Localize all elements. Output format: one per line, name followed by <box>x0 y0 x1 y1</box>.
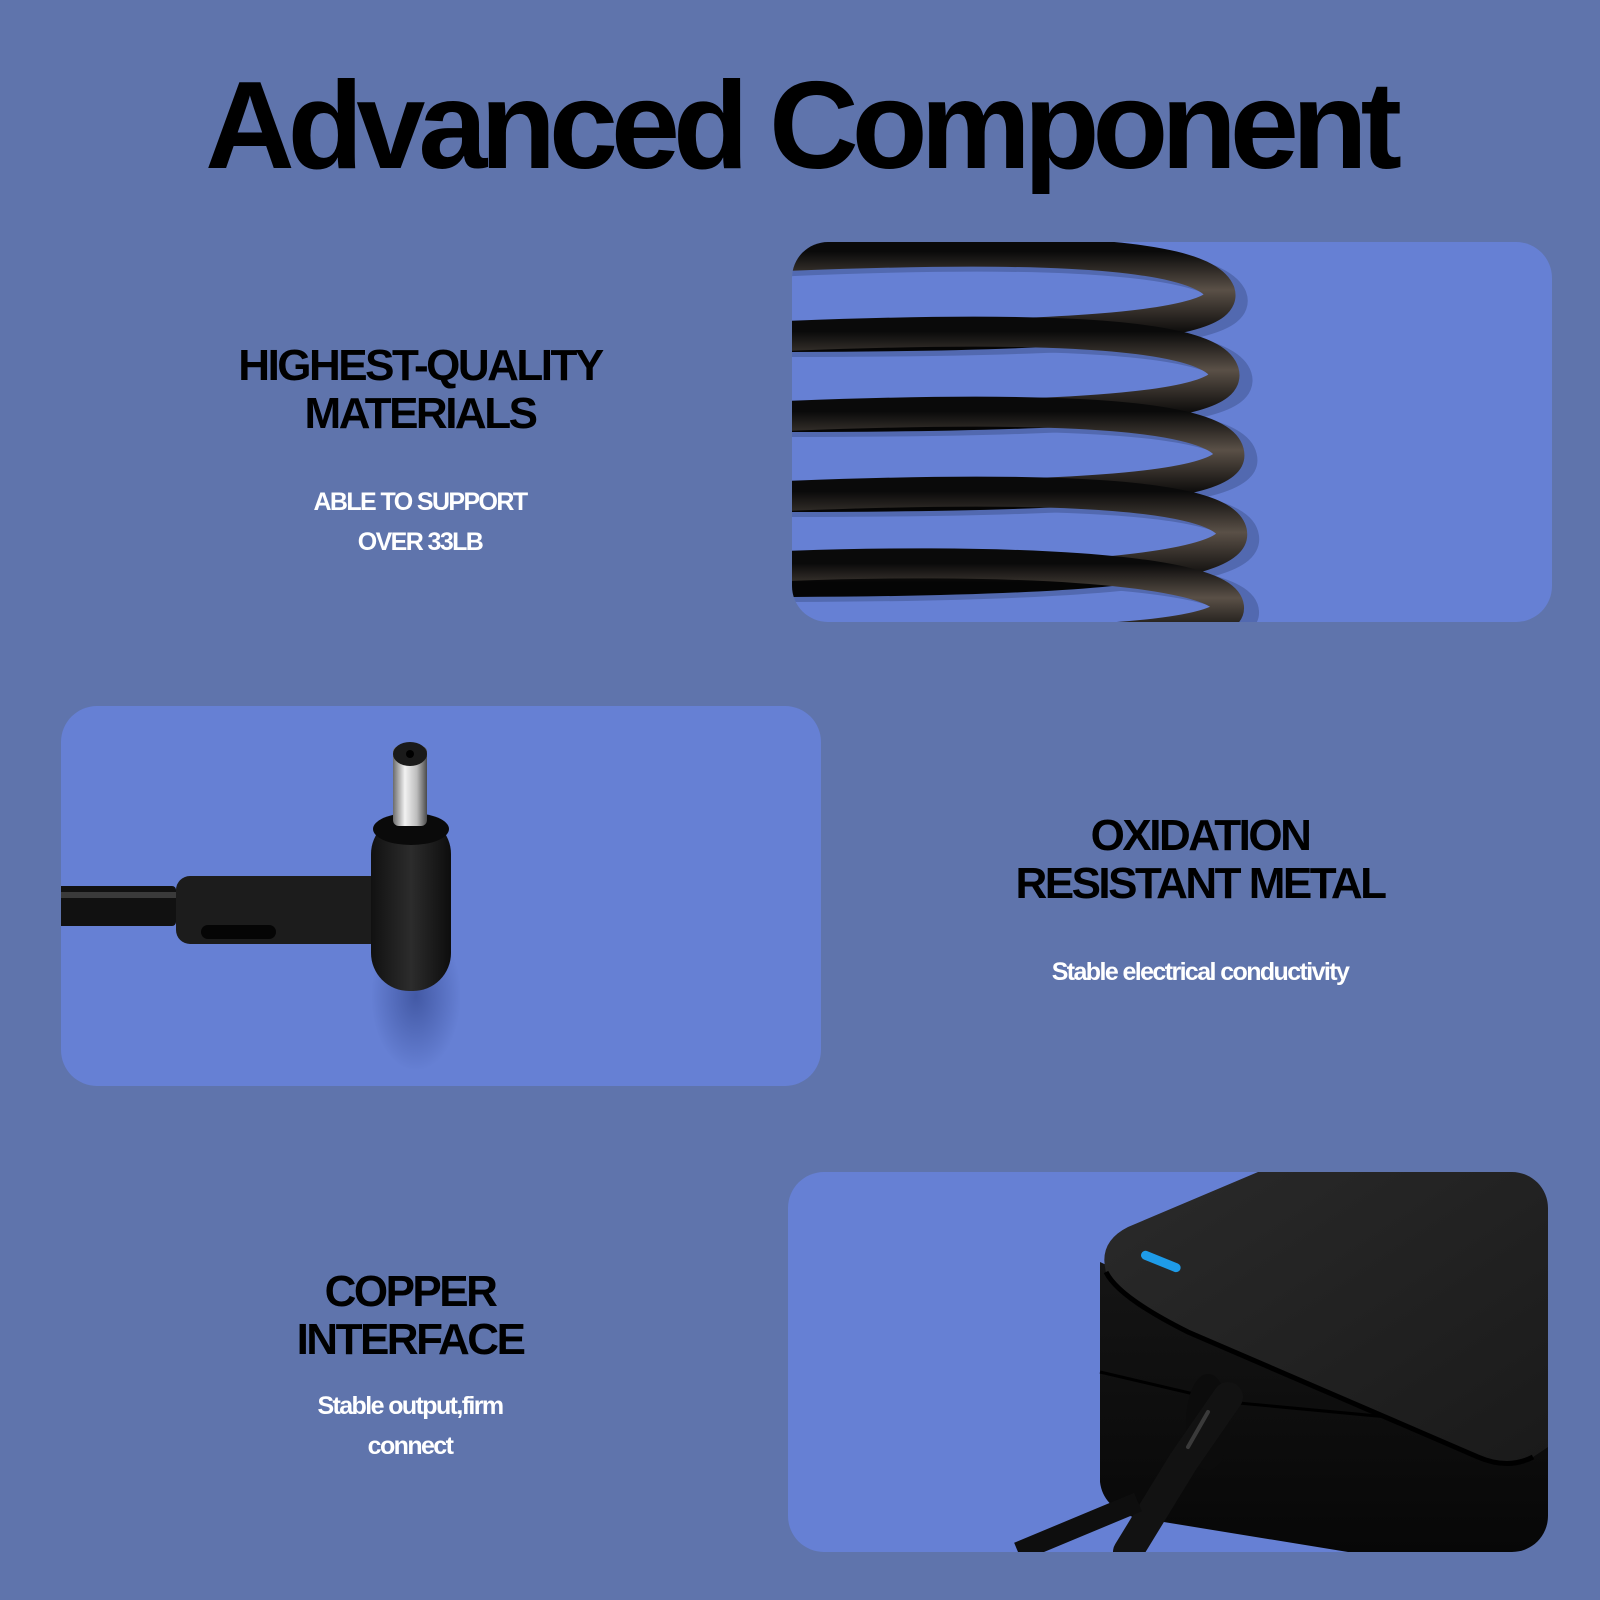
feature-oxidation: OXIDATION RESISTANT METAL Stable electri… <box>990 812 1410 992</box>
subtext-line: OVER 33LB <box>357 528 484 556</box>
dc-plug-icon <box>61 742 461 1071</box>
feature-materials: HIGHEST-QUALITY MATERIALS ABLE TO SUPPOR… <box>200 342 640 562</box>
heading-line: RESISTANT METAL <box>1015 859 1387 908</box>
heading-line: HIGHEST-QUALITY <box>238 341 604 390</box>
dc-plug-connector-image <box>61 706 821 1086</box>
feature-heading: COPPER INTERFACE <box>250 1268 570 1364</box>
feature-subtext: ABLE TO SUPPORT OVER 33LB <box>200 482 640 562</box>
page-title: Advanced Component <box>205 57 1402 195</box>
power-adapter-icon <box>1014 1172 1548 1552</box>
heading-line: MATERIALS <box>304 389 538 438</box>
heading-line: INTERFACE <box>296 1315 526 1364</box>
power-adapter-brick-image <box>788 1172 1548 1552</box>
feature-subtext: Stable electrical conductivity <box>990 952 1410 992</box>
feature-subtext: Stable output,firm connect <box>250 1386 570 1466</box>
feature-heading: OXIDATION RESISTANT METAL <box>990 812 1410 908</box>
subtext-line: Stable output,firm <box>317 1392 504 1420</box>
feature-copper: COPPER INTERFACE Stable output,firm conn… <box>250 1268 570 1466</box>
feature-heading: HIGHEST-QUALITY MATERIALS <box>200 342 640 438</box>
subtext-line: connect <box>367 1432 454 1460</box>
heading-line: COPPER <box>324 1267 498 1316</box>
coiled-cable-image <box>792 242 1552 622</box>
heading-line: OXIDATION <box>1090 811 1312 860</box>
coiled-cable-icon <box>792 242 1260 622</box>
subtext-line: Stable electrical conductivity <box>1051 958 1350 986</box>
led-indicator <box>1141 1250 1181 1273</box>
subtext-line: ABLE TO SUPPORT <box>313 488 528 516</box>
